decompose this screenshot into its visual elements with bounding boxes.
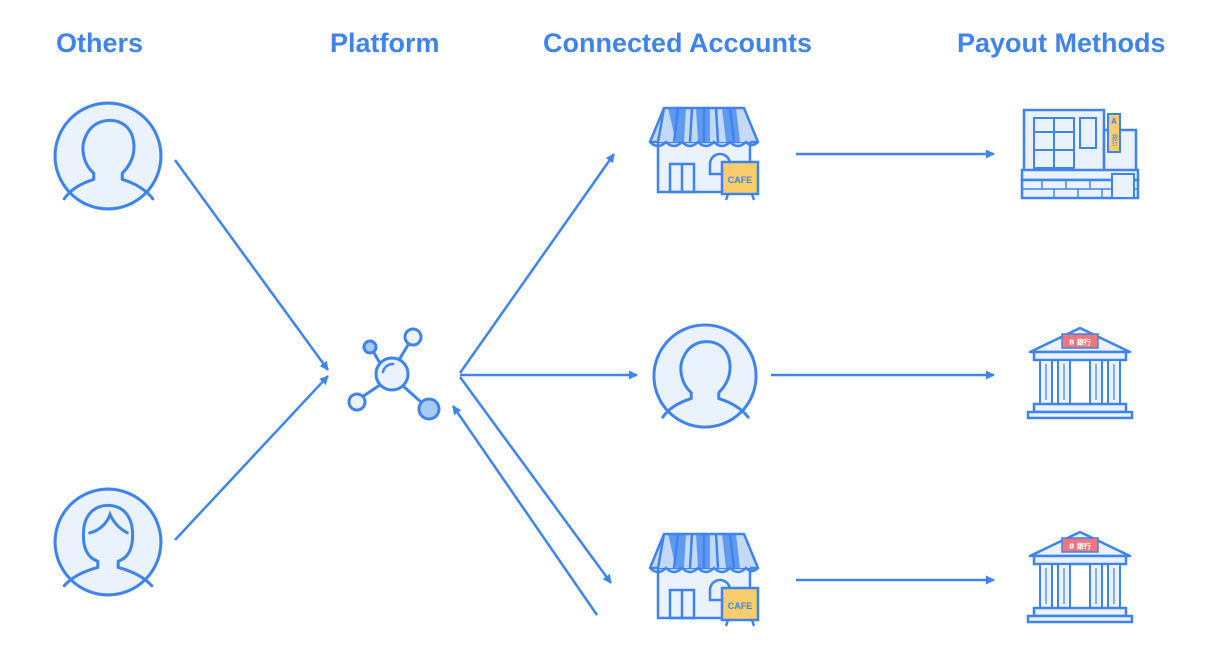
arrow-male-to-platform <box>173 159 330 371</box>
arrow-female-to-platform <box>174 375 329 541</box>
arrow-platform-to-cafe-bottom <box>458 376 613 584</box>
arrow-platform-to-cafe-top <box>458 153 616 374</box>
cafe-storefront-icon: CAFE <box>648 532 760 627</box>
header-platform: Platform <box>330 28 440 58</box>
header-others: Others <box>56 28 144 58</box>
cafe-storefront-icon: CAFE <box>648 106 760 201</box>
person-male-icon <box>53 101 163 211</box>
bank-columns-b-icon: B 銀行 <box>1026 326 1134 420</box>
header-connected-accounts: Connected Accounts <box>543 28 813 58</box>
flow-arrows <box>173 149 995 616</box>
person-female-icon <box>53 487 163 597</box>
cafe-sign-label: CAFE <box>728 175 753 185</box>
bank-b-label: B 銀行 <box>1069 542 1091 551</box>
connected-person-icon <box>652 323 758 429</box>
cafe-sign-label: CAFE <box>728 601 753 611</box>
header-payout-methods: Payout Methods <box>957 28 1166 58</box>
bank-columns-b-icon: B 銀行 <box>1026 530 1134 624</box>
bank-a-chars: 銀行 <box>1111 133 1118 147</box>
bank-a-letter: A <box>1111 117 1117 126</box>
bank-building-a-icon: A 銀行 <box>1020 108 1140 200</box>
bank-b-label: B 銀行 <box>1069 338 1091 347</box>
arrow-cafe-bottom-to-platform <box>451 405 599 616</box>
platform-network-icon <box>347 327 441 421</box>
